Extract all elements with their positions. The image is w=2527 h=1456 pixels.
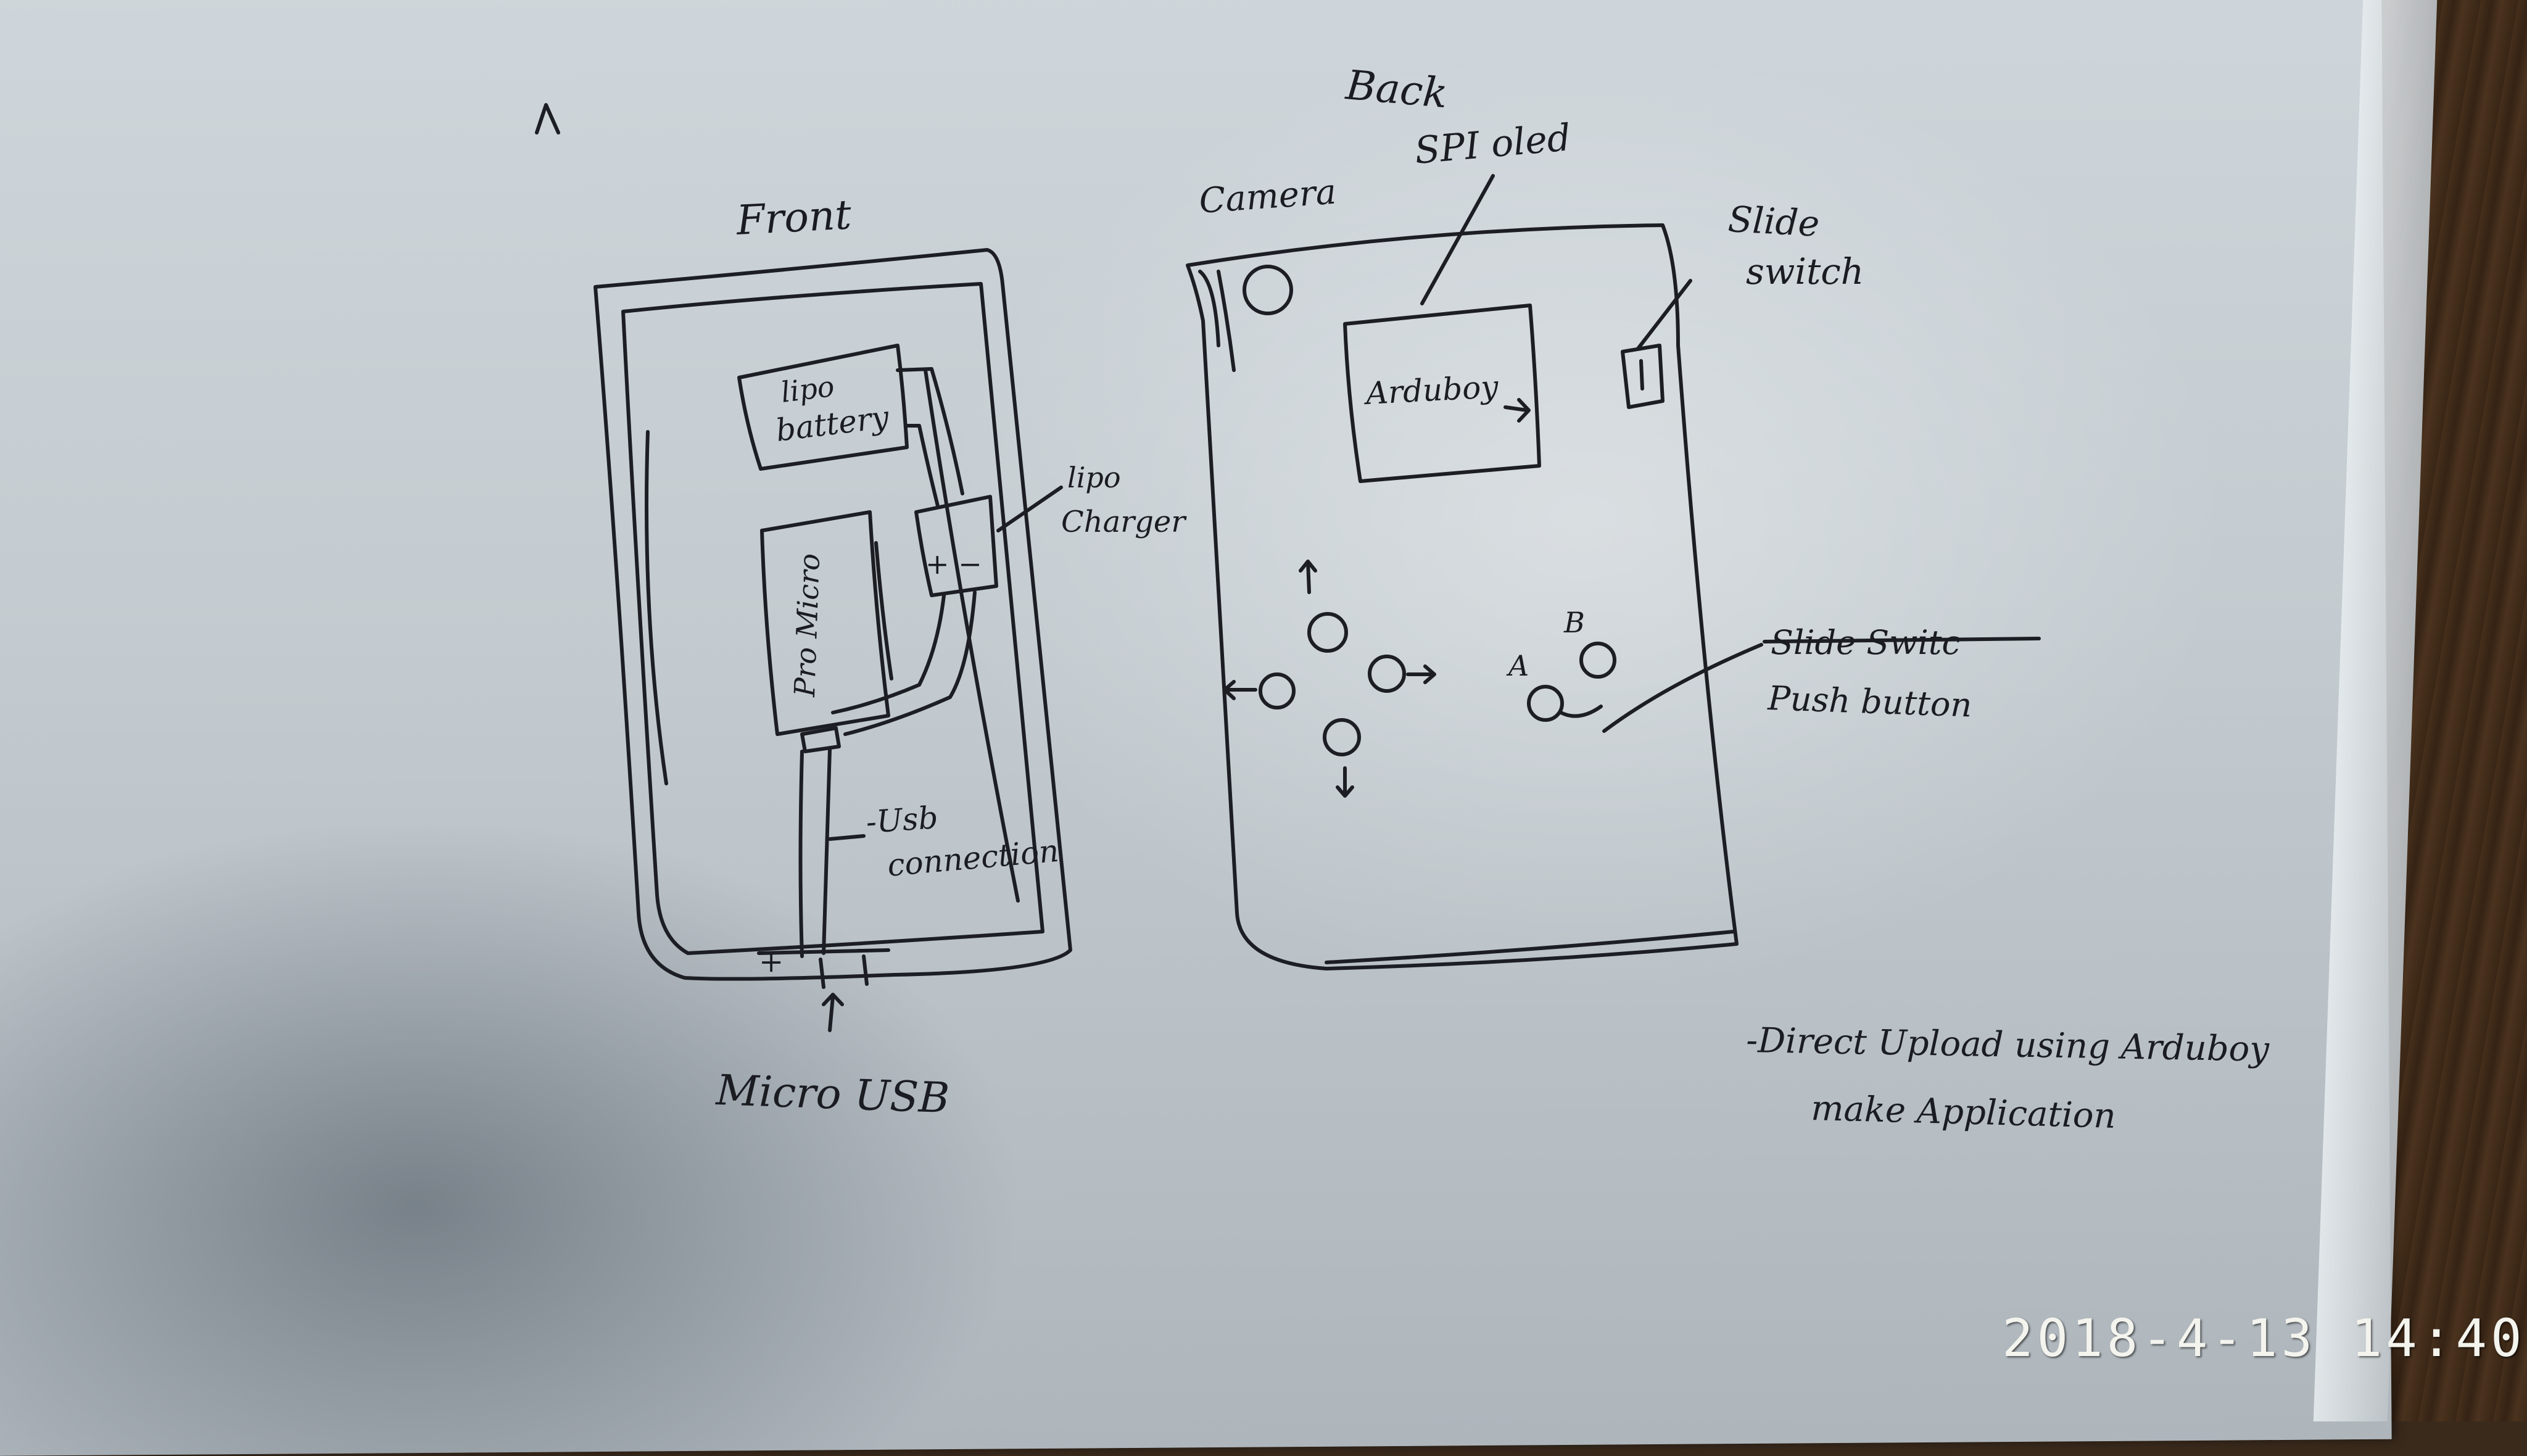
push-button-label: Push button: [1767, 679, 1973, 725]
usb-minus-mark: −: [854, 932, 879, 967]
oled-pointer-line: [1420, 174, 1495, 305]
dpad-down-button: [1323, 718, 1361, 756]
usb-connection-pointer: [828, 834, 866, 841]
battery-wire: [896, 367, 964, 508]
photo-timestamp: 2018-4-13 14:40: [2002, 1308, 2526, 1368]
hand-drawn-sketch: + − + −: [535, 61, 2270, 1136]
left-arrow: [1223, 680, 1257, 700]
slide-switch-label-2: switch: [1746, 250, 1864, 292]
arduboy-arrow: [1503, 398, 1531, 423]
micro-usb-label: Micro USB: [714, 1066, 950, 1123]
pro-micro-board: [760, 510, 890, 736]
lipo-charger-label-1: lipo: [1067, 461, 1121, 494]
slide-switch: [1621, 344, 1665, 409]
slide-switch-label-1: Slide: [1727, 198, 1821, 245]
front-case-inner-outline-2: [645, 368, 1020, 903]
dpad-left-button: [1259, 672, 1296, 709]
dpad-up-button: [1307, 612, 1348, 653]
board-inner-line: [874, 541, 893, 680]
struck-slide-switch-text: Slide Switc: [1771, 623, 1961, 662]
micro-usb-arrow: [822, 993, 844, 1032]
button-wire: [1559, 705, 1603, 718]
dpad-right-button: [1368, 655, 1406, 693]
charger-to-board-wire: [831, 590, 977, 736]
usb-connection-label-2: connection: [886, 833, 1060, 883]
front-title: Front: [735, 191, 853, 244]
usb-plus-mark: +: [759, 945, 784, 979]
spi-oled-label: SPI oled: [1413, 116, 1573, 173]
board-usb-stub: [800, 726, 841, 753]
charger-plus-minus: + −: [925, 547, 982, 581]
usb-cable: [798, 748, 832, 958]
micro-usb-port: [757, 948, 890, 989]
back-case-bottom-edge: [1325, 930, 1735, 964]
oled-screen-box: [1343, 304, 1541, 483]
lipo-charger-box: [914, 495, 998, 597]
notes-line-1: -Direct Upload using Arduboy: [1746, 1020, 2270, 1070]
charger-arrow-line: [996, 486, 1063, 532]
pro-micro-label: Pro Micro: [788, 553, 826, 698]
lipo-charger-label-2: Charger: [1061, 505, 1187, 539]
label-b: B: [1563, 606, 1585, 639]
camera-circle: [1243, 265, 1293, 315]
front-case-outer-outline: [593, 248, 1072, 981]
label-a: A: [1506, 649, 1529, 682]
caret-mark: [535, 103, 560, 134]
strike-line: [1763, 637, 2041, 643]
back-title: Back: [1344, 61, 1450, 117]
notes-line-2: make Application: [1811, 1088, 2117, 1136]
arduboy-screen-label: Arduboy: [1363, 369, 1500, 412]
push-button-pointer: [1602, 643, 1763, 733]
lipo-battery-label-1: lipo: [779, 370, 837, 409]
right-arrow: [1406, 664, 1436, 684]
down-arrow: [1336, 766, 1354, 798]
button-b: [1579, 642, 1616, 679]
usb-connection-label-1: -Usb: [865, 800, 939, 840]
camera-label: Camera: [1197, 172, 1338, 221]
front-case-inner-outline: [621, 282, 1044, 955]
up-arrow: [1299, 560, 1317, 594]
button-a: [1527, 685, 1564, 722]
back-case-outline: [1186, 223, 1739, 970]
slide-switch-pointer: [1636, 279, 1692, 350]
back-case-left-edge: [1198, 270, 1236, 372]
